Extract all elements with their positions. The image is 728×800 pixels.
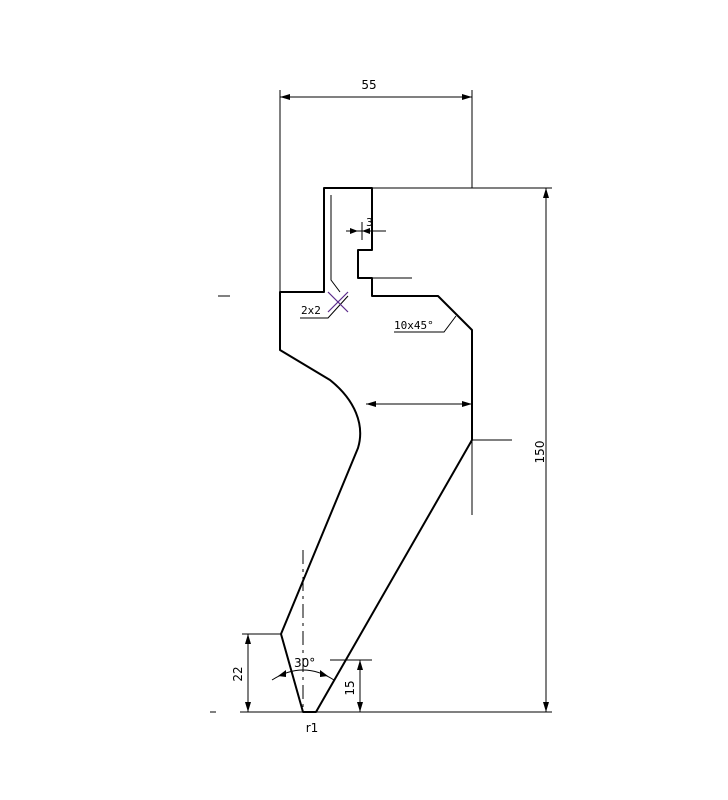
slot-arrow-right <box>362 228 370 234</box>
tip-angle-label: 30° <box>294 656 315 670</box>
tip-angle-arrow-left <box>278 670 286 677</box>
large-chamfer-label: 10x45° <box>394 319 434 332</box>
punch-profile-outline <box>279 187 473 713</box>
body-width-arrow-left <box>366 401 376 407</box>
right-height-arrow-bottom <box>357 702 363 712</box>
small-chamfer-cross-b <box>327 291 349 313</box>
left-height-label: 22 <box>231 666 245 681</box>
tip-angle-arc <box>271 669 335 681</box>
width-arrow-left <box>280 94 290 100</box>
width-dimension-label: 55 <box>361 78 376 92</box>
tip-angle-arrow-right <box>320 670 328 677</box>
left-height-arrow-bottom <box>245 702 251 712</box>
right-height-arrow-top <box>357 660 363 670</box>
small-chamfer-leader <box>300 295 349 319</box>
width-arrow-right <box>462 94 472 100</box>
tip-radius-label: r1 <box>306 721 319 735</box>
left-height-arrow-top <box>245 634 251 644</box>
right-height-label: 15 <box>343 680 357 695</box>
height-arrow-bottom <box>543 702 549 712</box>
body-width-arrow-right <box>462 401 472 407</box>
small-chamfer-label: 2x2 <box>301 304 321 317</box>
large-chamfer-leader <box>394 315 457 333</box>
height-dimension-label: 150 <box>533 441 547 464</box>
height-arrow-top <box>543 188 549 198</box>
slot-arrow-left <box>350 228 358 234</box>
slot-width-label: 3 <box>366 216 373 229</box>
slot-inner-line <box>330 195 341 293</box>
